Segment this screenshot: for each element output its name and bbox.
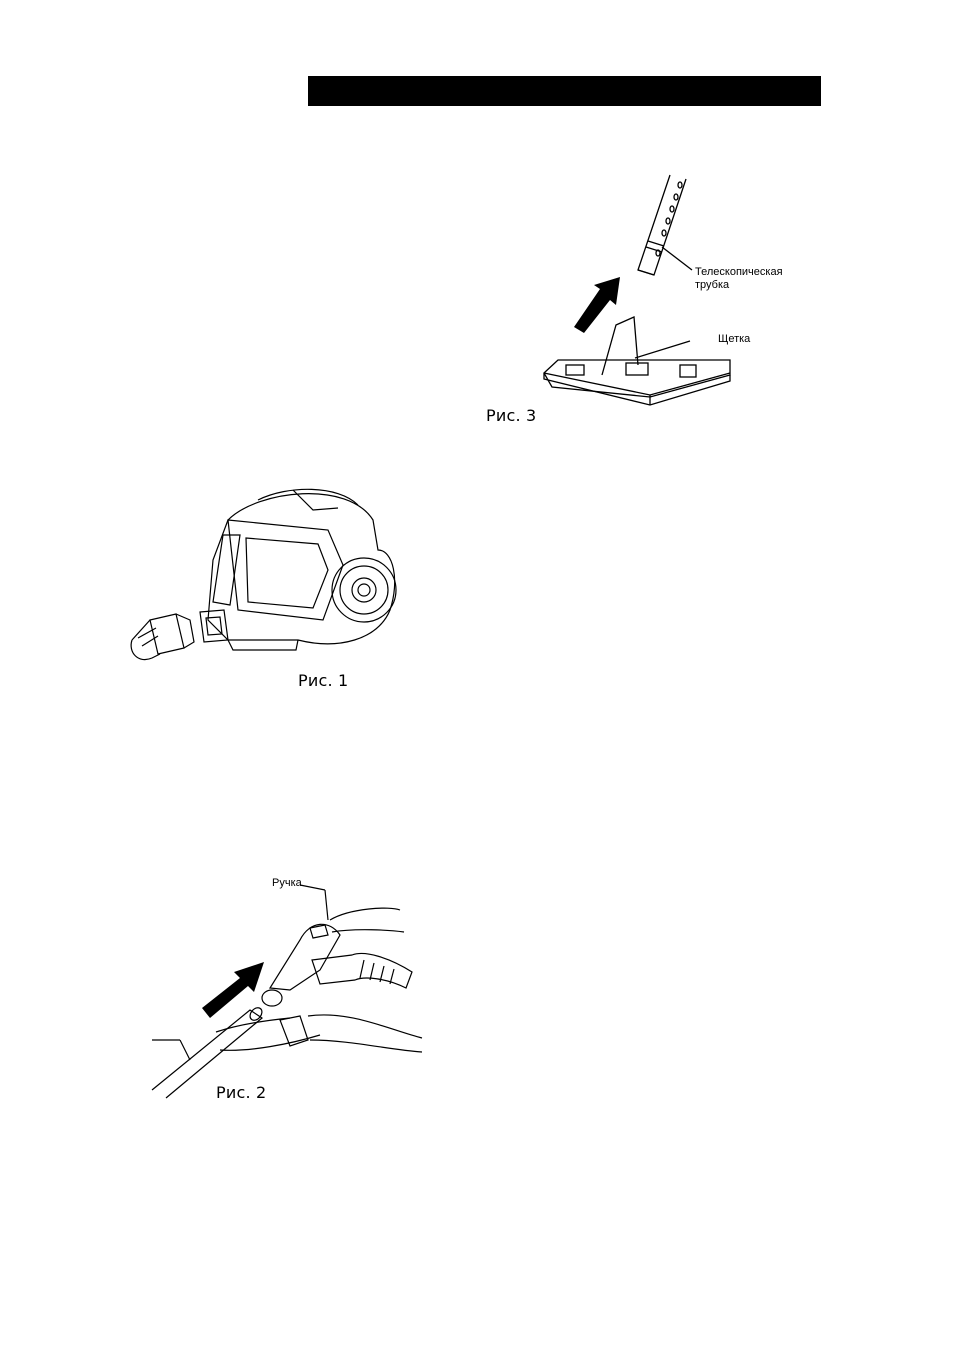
telescopic-tube-label-line2: трубка <box>695 279 783 292</box>
figure-3-caption: Рис. 3 <box>486 406 536 425</box>
telescopic-tube-label: Телескопическая трубка <box>695 266 783 292</box>
telescopic-tube-label-line1: Телескопическая <box>695 266 783 279</box>
figure-1-caption: Рис. 1 <box>298 671 348 690</box>
header-bar <box>308 76 821 106</box>
figure-2-caption: Рис. 2 <box>216 1083 266 1102</box>
figure-1-illustration <box>128 480 403 670</box>
brush-label: Щетка <box>718 333 750 346</box>
figure-2-illustration <box>150 880 430 1105</box>
vacuum-cleaner-drawing <box>128 480 403 670</box>
handle-tube-drawing <box>150 880 430 1105</box>
